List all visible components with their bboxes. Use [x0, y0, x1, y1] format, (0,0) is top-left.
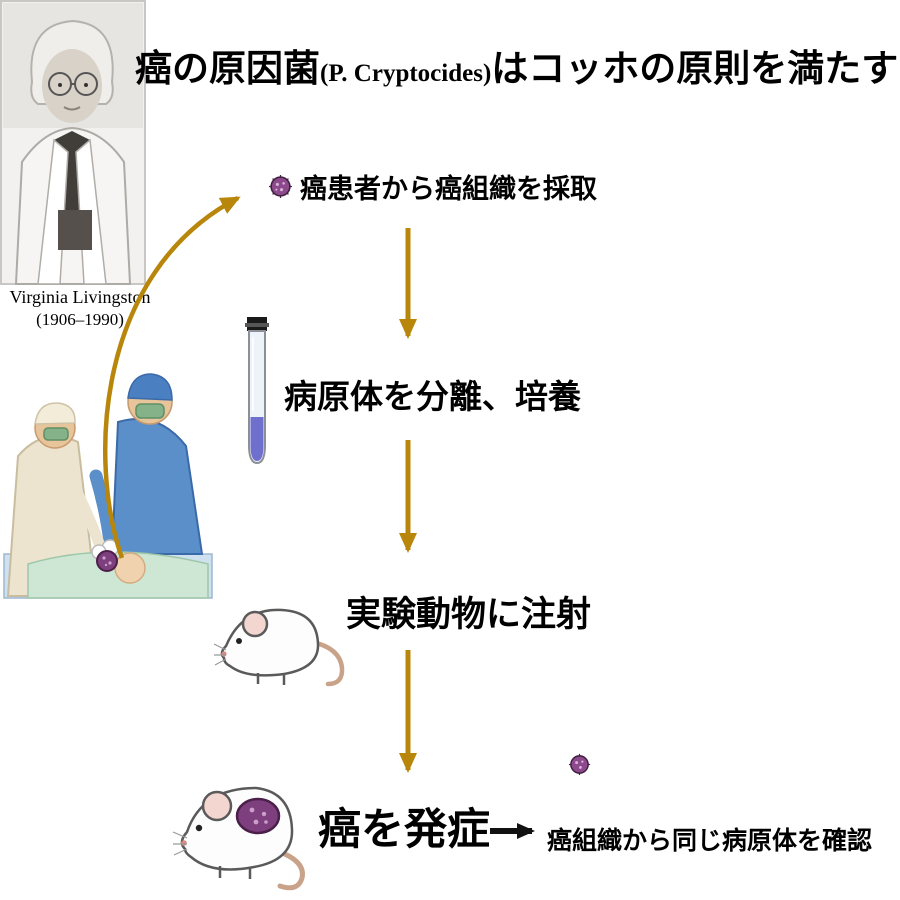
lab-mouse-tumor-graphic [172, 786, 305, 891]
lab-mouse-tumor-icon [168, 752, 313, 894]
photo-caption-name: Virginia Livingston [9, 287, 151, 307]
microbe-icon [268, 174, 293, 199]
step-2-label: 病原体を分離、培養 [284, 380, 581, 416]
test-tube-icon [240, 315, 274, 470]
portrait-photo [0, 0, 150, 285]
surgery-scene-graphic [3, 373, 213, 599]
step-5-label: 癌組織から同じ病原体を確認 [547, 828, 873, 855]
title-rest: はコッホの原則を満たす [491, 49, 899, 90]
microbe-icon-graphic [269, 175, 292, 198]
photo-caption: Virginia Livingston (1906–1990) [0, 286, 160, 330]
title-latin: (P. Cryptocides) [320, 60, 492, 87]
lab-mouse-icon [212, 578, 347, 696]
page-title: 癌の原因菌(P. Cryptocides)はコッホの原則を満たす [135, 38, 900, 92]
photo-caption-years: (1906–1990) [36, 309, 124, 329]
step-4-label: 癌を発症 [318, 807, 490, 854]
lab-mouse-graphic [213, 608, 345, 687]
title-main: 癌の原因菌 [135, 49, 320, 90]
test-tube-graphic [245, 317, 269, 465]
microbe-icon-small-graphic [568, 753, 591, 776]
surgery-scene-icon [0, 358, 215, 603]
microbe-icon-small [568, 753, 591, 776]
portrait-photo-graphic [0, 0, 146, 285]
step-1-label: 癌患者から癌組織を採取 [300, 174, 597, 204]
step-3-label: 実験動物に注射 [346, 595, 592, 634]
